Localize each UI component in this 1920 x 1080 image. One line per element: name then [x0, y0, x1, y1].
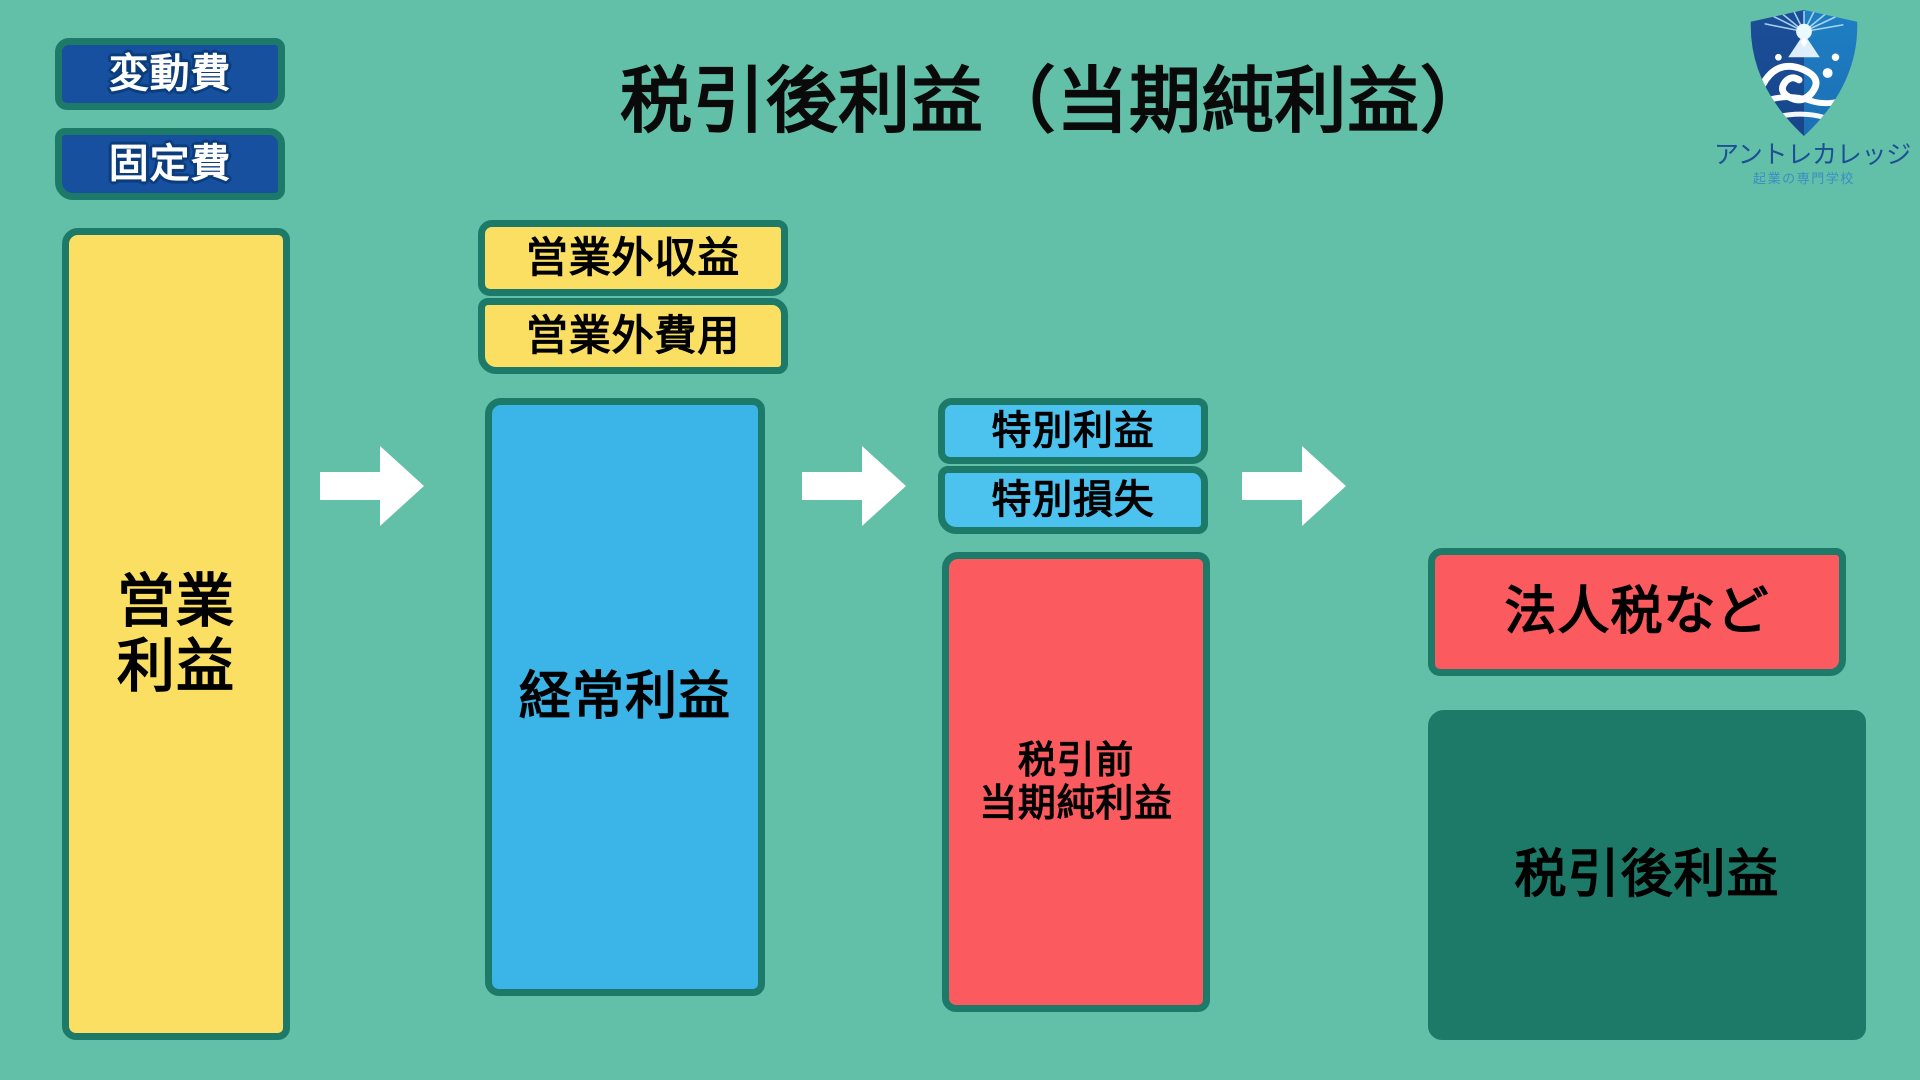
arrow-ordinary-to-pretax [800, 440, 908, 532]
logo-brand-name: アントレカレッジ [1714, 140, 1912, 169]
logo-tagline: 起業の専門学校 [1753, 172, 1855, 187]
bar-ordinary-profit-label: 経常利益 [518, 666, 732, 727]
page-title: 税引後利益（当期純利益） [620, 59, 1493, 143]
brand-logo: アントレカレッジ 起業の専門学校 [1714, 8, 1912, 208]
bar-aftertax-profit-label: 税引後利益 [1514, 844, 1780, 905]
chip-extraordinary-gain[interactable]: 特別利益 [938, 398, 1208, 464]
bar-pretax-net-income[interactable]: 税引前 当期純利益 [942, 552, 1210, 1012]
chip-extraordinary-gain-label: 特別利益 [991, 407, 1155, 454]
bar-operating-profit[interactable]: 営業 利益 [62, 228, 290, 1040]
chip-non-operating-expense-label: 営業外費用 [525, 311, 741, 361]
bar-aftertax-profit[interactable]: 税引後利益 [1428, 710, 1866, 1040]
chip-corporate-tax[interactable]: 法人税など [1428, 548, 1846, 676]
arrow-operating-to-ordinary [318, 440, 426, 532]
bar-pretax-net-income-label: 税引前 当期純利益 [979, 738, 1173, 825]
chip-fixed-cost[interactable]: 固定費 [55, 128, 285, 200]
bar-operating-profit-label: 営業 利益 [116, 567, 236, 700]
chip-extraordinary-loss[interactable]: 特別損失 [938, 466, 1208, 534]
shield-wave-sunrise-icon [1750, 9, 1858, 137]
chip-fixed-cost-label: 固定費 [108, 140, 232, 187]
bar-ordinary-profit[interactable]: 経常利益 [485, 398, 765, 996]
chip-non-operating-income[interactable]: 営業外収益 [478, 220, 788, 296]
chip-non-operating-income-label: 営業外収益 [525, 233, 741, 283]
chip-variable-cost[interactable]: 変動費 [55, 38, 285, 110]
chip-extraordinary-loss-label: 特別損失 [991, 476, 1155, 523]
chip-non-operating-expense[interactable]: 営業外費用 [478, 298, 788, 374]
chip-corporate-tax-label: 法人税など [1504, 581, 1770, 642]
chip-variable-cost-label: 変動費 [108, 50, 232, 97]
arrow-pretax-to-aftertax [1240, 440, 1348, 532]
